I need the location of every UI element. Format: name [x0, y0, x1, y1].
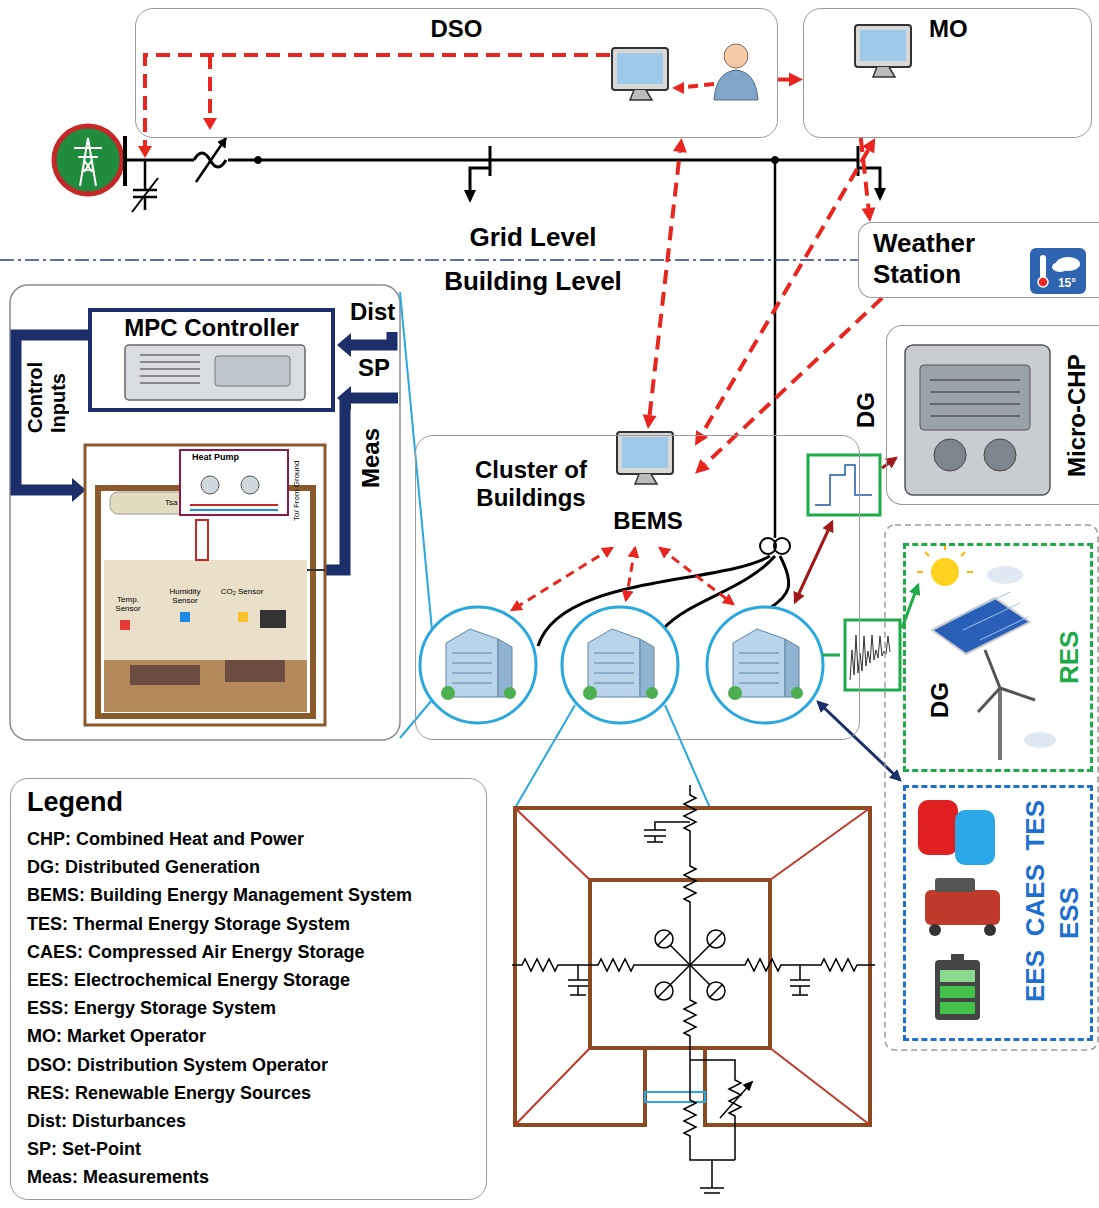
text-label: CAES [1020, 864, 1051, 936]
legend-entry: Dist: Disturbances [27, 1111, 186, 1131]
legend-entry: EES: Electrochemical Energy Storage [27, 970, 350, 990]
signal-arrow [695, 138, 875, 446]
legend-box: LegendCHP: Combined Heat and PowerDG: Di… [10, 778, 487, 1200]
legend-entry: DSO: Distribution System Operator [27, 1055, 328, 1075]
room-picture [85, 445, 325, 725]
weather-icon [1030, 248, 1086, 294]
legend-entry: RES: Renewable Energy Sources [27, 1083, 311, 1103]
legend-row: CHP: Combined Heat and Power [27, 829, 304, 850]
legend-row: EES: Electrochemical Energy Storage [27, 970, 350, 991]
building-rc-model [512, 785, 875, 1193]
arrow-head [862, 138, 875, 154]
node-text: DSO [136, 15, 777, 43]
text-label: Humidity Sensor [160, 588, 210, 606]
arrow-head [695, 430, 708, 446]
legend-row: BEMS: Building Energy Management System [27, 885, 412, 906]
legend-entry: DG: Distributed Generation [27, 857, 260, 877]
text-label: Building Level [420, 266, 646, 297]
controller-box: MPC Controller [88, 308, 335, 412]
signal-arrow [695, 298, 882, 474]
legend-row: TES: Thermal Energy Storage System [27, 914, 350, 935]
text-label: Control Inputs [24, 345, 70, 433]
signal-arrow [778, 73, 803, 87]
node-text: MPC Controller [92, 314, 331, 342]
node-text: BEMS [601, 507, 695, 535]
text-label: Tsa [165, 498, 177, 507]
building-cluster [400, 292, 823, 808]
cluster-box: Cluster of BuildingsBEMS [415, 435, 860, 740]
ess-pictures [918, 800, 1000, 1020]
res-pictures [917, 544, 1056, 760]
legend-row: DSO: Distribution System Operator [27, 1055, 328, 1076]
text-label: Grid Level [430, 222, 636, 253]
operator-panel: DSO [135, 8, 778, 138]
legend-row: Meas: Measurements [27, 1167, 209, 1188]
text-label: CO₂ Sensor [218, 588, 266, 597]
dso-workstation [138, 44, 758, 158]
legend-entry: CHP: Combined Heat and Power [27, 829, 304, 849]
arrow-head [789, 73, 803, 87]
legend-row: MO: Market Operator [27, 1026, 206, 1047]
node-text: Micro-CHP [1063, 336, 1091, 496]
legend-row: ESS: Energy Storage System [27, 998, 276, 1019]
text-label: DG [926, 682, 954, 718]
legend-row: RES: Renewable Energy Sources [27, 1083, 311, 1104]
signal-line [702, 150, 868, 434]
legend-row: Dist: Disturbances [27, 1111, 186, 1132]
signal-line [778, 78, 789, 82]
text-label: Meas [357, 428, 385, 488]
operator-panel: MO [803, 8, 1092, 138]
storage-group-outline [885, 525, 1098, 1050]
res-group: RES [903, 543, 1093, 772]
legend-entry: CAES: Compressed Air Energy Storage [27, 942, 364, 962]
text-label: To/ From Ground [292, 455, 301, 521]
arrow-head [643, 414, 657, 429]
text-label: TES [1020, 800, 1051, 851]
legend-entry: Meas: Measurements [27, 1167, 209, 1187]
node-text: Weather Station [873, 228, 1033, 290]
bems-terminal: BEMS [601, 429, 695, 541]
legend-entry: BEMS: Building Energy Management System [27, 885, 412, 905]
node-text: MO [929, 15, 968, 43]
chp-box: Micro-CHP [886, 325, 1099, 505]
mpc-loop [10, 285, 400, 740]
node-text: ESS [1054, 788, 1085, 1037]
legend-entry: MO: Market Operator [27, 1026, 206, 1046]
legend-entry: SP: Set-Point [27, 1139, 141, 1159]
legend-row: CAES: Compressed Air Energy Storage [27, 942, 364, 963]
text-label: DG [852, 392, 880, 428]
text-label: 15° [1050, 276, 1084, 290]
mo-workstation [855, 25, 911, 77]
legend-entry: ESS: Energy Storage System [27, 998, 276, 1018]
micro-chp-picture [905, 345, 1050, 495]
legend-row: DG: Distributed Generation [27, 857, 260, 878]
node-text: RES [1054, 546, 1085, 768]
legend-entry: TES: Thermal Energy Storage System [27, 914, 350, 934]
text-label: EES [1020, 950, 1051, 1002]
level-divider [0, 259, 858, 261]
arrow-head [862, 207, 876, 222]
signal-arrow [643, 138, 687, 429]
legend-row: SP: Set-Point [27, 1139, 141, 1160]
text-label: Dist [350, 298, 395, 326]
signal-line [650, 152, 680, 415]
node-text: Legend [27, 787, 123, 818]
arrow-head [695, 459, 710, 474]
generation-links [795, 455, 918, 780]
text-label: Temp. Sensor [104, 596, 152, 614]
ess-group: ESS [903, 785, 1093, 1041]
arrow-head [673, 138, 687, 153]
node-text: Cluster of Buildings [446, 456, 616, 511]
text-label: SP [358, 354, 390, 382]
text-label: Heat Pump [192, 452, 239, 462]
